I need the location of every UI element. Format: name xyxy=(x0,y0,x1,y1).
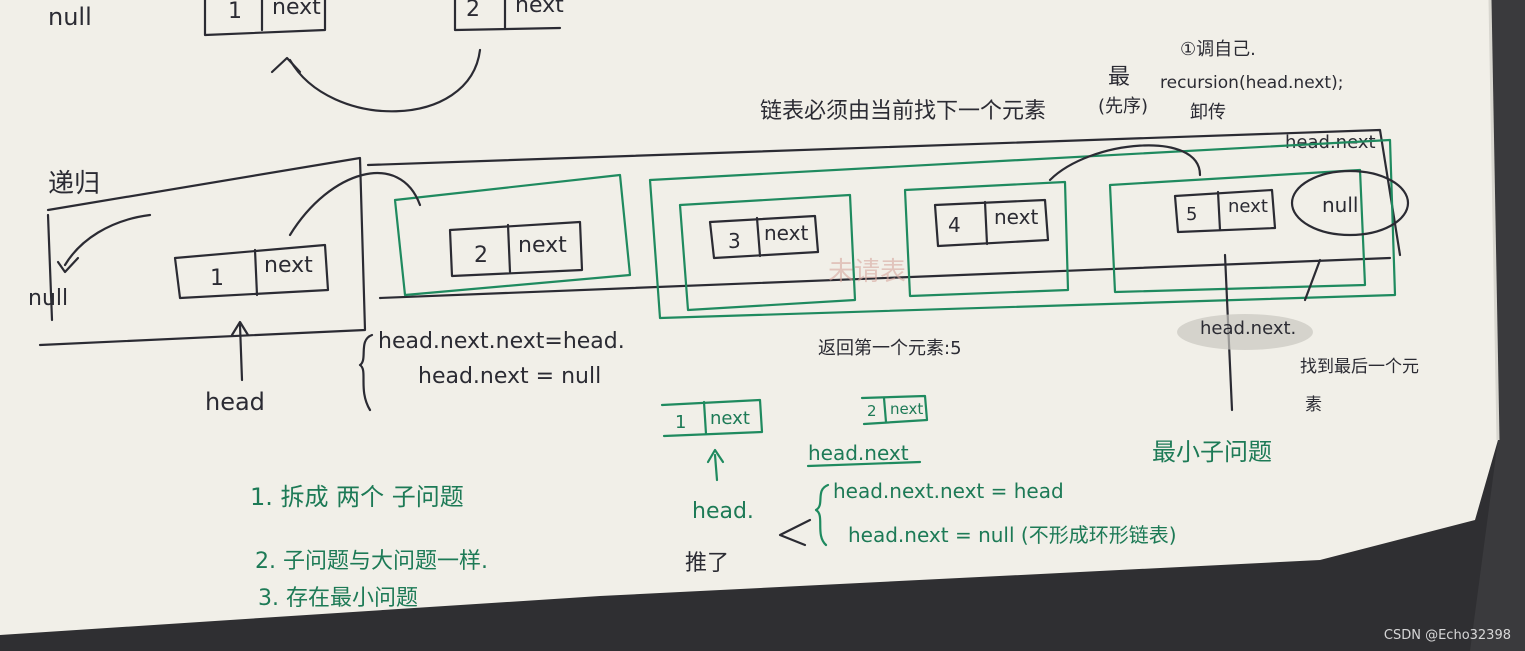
null-left-text: null xyxy=(28,286,68,311)
first-char-note: 最 xyxy=(1108,65,1130,90)
node-3: 3 next xyxy=(708,214,820,260)
paper-sheet xyxy=(0,0,1498,635)
mini-node-2-next: next xyxy=(890,400,923,418)
node-4-next: next xyxy=(994,205,1038,229)
arrow-2-to-1 xyxy=(288,171,422,237)
null-arrowhead xyxy=(56,256,80,274)
node-5: 5 next xyxy=(1173,188,1277,234)
null-arrow xyxy=(63,213,152,267)
node-2-next: next xyxy=(518,233,567,258)
watermark: CSDN @Echo32398 xyxy=(1383,628,1511,643)
step1-note: ①调自己. xyxy=(1180,39,1256,60)
null-pointer-arrow xyxy=(1303,258,1322,302)
derive-arrow xyxy=(778,518,812,547)
mini-node-1-num: 1 xyxy=(675,412,686,433)
hold-note: 卸传 xyxy=(1190,102,1226,123)
chain-note: 链表必须由当前找下一个元素 xyxy=(760,99,1046,124)
step-1: 1. 拆成 两个 子问题 xyxy=(250,483,464,511)
node-2-num: 2 xyxy=(474,243,488,268)
null-right-text: null xyxy=(1322,193,1358,217)
return-note: 返回第一个元素:5 xyxy=(818,338,962,359)
node-4: 4 next xyxy=(933,198,1050,248)
mini-node-1: 1 next xyxy=(660,398,764,438)
recursion-call-note: recursion(head.next); xyxy=(1160,73,1343,93)
mini-head-next-underline xyxy=(806,460,922,468)
mini-head-next: head.next xyxy=(808,441,909,465)
head-next-bottom: head.next. xyxy=(1200,318,1296,339)
last-element-note-2: 素 xyxy=(1305,395,1322,415)
green-frame-2 xyxy=(393,173,632,297)
smallest-problem-note: 最小子问题 xyxy=(1152,438,1272,466)
top-node-2-next: next xyxy=(515,0,564,18)
head-label: head xyxy=(205,388,265,416)
green-frame-4 xyxy=(903,180,1070,298)
code-brace xyxy=(358,333,374,412)
baseline-line xyxy=(378,256,1392,300)
green-frame-5 xyxy=(1108,168,1367,294)
top-node-1-next: next xyxy=(272,0,321,20)
top-node-2-num: 2 xyxy=(466,0,480,22)
mini-code-brace xyxy=(814,483,830,547)
node-5-num: 5 xyxy=(1186,204,1197,225)
recursion-title: 递归 xyxy=(48,169,100,199)
green-frame-3-outer xyxy=(648,138,1397,320)
top-node-2-box xyxy=(453,0,562,32)
paper-edge xyxy=(1488,0,1500,441)
preorder-note: (先序) xyxy=(1098,96,1148,117)
node-5-next: next xyxy=(1228,196,1268,217)
outer-frame-left xyxy=(38,156,367,347)
step-3: 3. 存在最小问题 xyxy=(258,586,418,611)
mini-head-arrow xyxy=(713,453,719,482)
mini-node-1-next: next xyxy=(710,408,750,429)
top-return-arc xyxy=(288,48,482,113)
mini-code-line-2: head.next = null (不形成环形链表) xyxy=(848,523,1177,547)
node-3-num: 3 xyxy=(728,229,741,253)
mini-node-2-num: 2 xyxy=(867,402,877,420)
mini-node-2: 2 next xyxy=(860,394,929,426)
mini-head-label: head. xyxy=(692,499,754,524)
arrow-5-to-4 xyxy=(1048,144,1202,182)
node-1: 1 next xyxy=(173,243,330,300)
head-pointer-arrowhead xyxy=(230,320,250,337)
head-pointer-line xyxy=(238,323,244,382)
last-element-note-1: 找到最后一个元 xyxy=(1300,357,1419,377)
node-3-next: next xyxy=(764,221,808,245)
mini-code-line-1: head.next.next = head xyxy=(833,479,1064,503)
top-node-1-box xyxy=(203,0,327,37)
node-2: 2 next xyxy=(448,220,584,278)
node-4-num: 4 xyxy=(948,213,961,237)
mini-head-arrowhead xyxy=(706,448,725,464)
node-1-num: 1 xyxy=(210,266,224,291)
top-null-text: null xyxy=(48,3,92,31)
null-right-circle xyxy=(1290,169,1410,237)
green-frame-3 xyxy=(678,193,857,312)
top-return-arrowhead xyxy=(270,56,302,74)
top-node-1-num: 1 xyxy=(228,0,242,24)
derive-label: 推了 xyxy=(685,551,729,576)
table-surface xyxy=(1470,0,1525,651)
step-2: 2. 子问题与大问题一样. xyxy=(255,549,488,574)
head-next-scribble xyxy=(1177,314,1313,350)
code-line-2: head.next = null xyxy=(418,364,601,389)
node-1-next: next xyxy=(264,253,313,278)
code-line-1: head.next.next=head. xyxy=(378,329,625,354)
left-bracket xyxy=(46,213,54,322)
faded-text: 未请表 xyxy=(828,257,906,287)
